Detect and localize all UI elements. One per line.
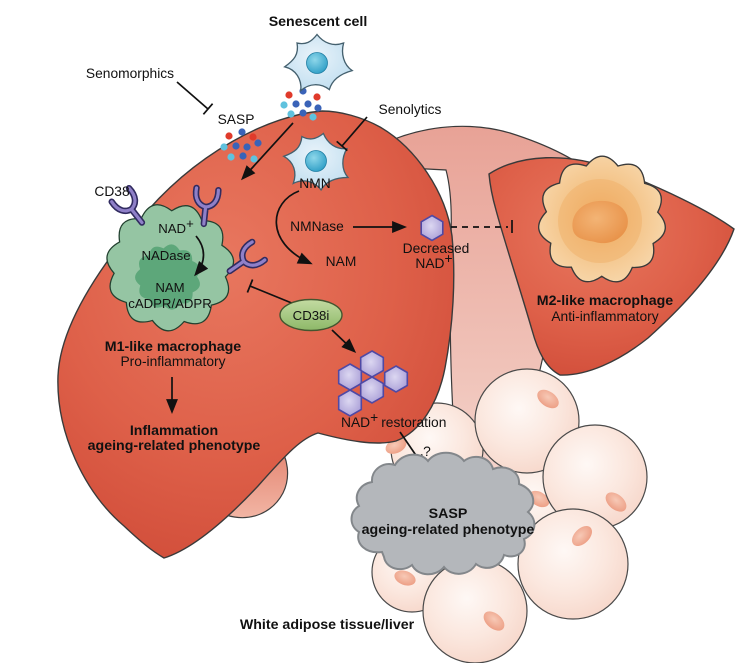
nad-hexagon-icon xyxy=(420,214,444,242)
label-cloud-line2: ageing-related phenotype xyxy=(362,522,535,538)
label-decreased-nad: NAD+ xyxy=(415,251,452,271)
label-m1-nadase: NADase xyxy=(141,248,190,263)
sasp-dots-inside-liver xyxy=(220,128,262,163)
senescent-cell-icon xyxy=(284,33,353,92)
adipocyte-nucleus xyxy=(605,492,627,512)
label-decreased: Decreased xyxy=(403,241,470,256)
senomorphics-inhibit-tbar xyxy=(202,103,214,115)
senolytics-inhibit-line xyxy=(341,116,368,147)
label-nmnase: NMNase xyxy=(290,219,344,234)
senomorphics-inhibit-line xyxy=(176,81,209,110)
adipocyte-nucleus xyxy=(571,525,593,547)
senescent-cell-icon xyxy=(277,124,358,198)
cd38i-inhibit-tbar xyxy=(246,279,254,293)
m2-nucleus xyxy=(572,200,628,244)
label-m2-name: M2-like macrophage xyxy=(537,293,674,309)
label-cd38i: CD38i xyxy=(293,308,330,323)
label-caption: White adipose tissue/liver xyxy=(240,617,415,633)
adipocyte-nucleus xyxy=(394,570,416,586)
label-nam-product: NAM xyxy=(326,254,357,269)
adipocyte-cell xyxy=(517,508,629,620)
sasp-cloud xyxy=(350,451,536,576)
label-m1-subtitle: Pro-inflammatory xyxy=(120,354,225,369)
cd38i-pill xyxy=(279,298,343,332)
label-senescent-cell: Senescent cell xyxy=(269,14,368,30)
label-question-mark: ? xyxy=(423,444,431,459)
sasp-dots-outside xyxy=(280,87,322,121)
nadase-curve-arrow xyxy=(194,235,209,277)
label-sasp-top: SASP xyxy=(218,112,255,127)
label-inflammation-line2: ageing-related phenotype xyxy=(88,438,261,454)
label-senomorphics: Senomorphics xyxy=(86,66,174,81)
label-inflammation-line1: Inflammation xyxy=(130,423,218,439)
label-cloud-line1: SASP xyxy=(429,506,468,522)
label-nmn: NMN xyxy=(299,176,330,191)
nmn-to-nam-arc xyxy=(275,190,313,265)
adipocyte-nucleus xyxy=(537,389,559,409)
label-m1-nad: NAD+ xyxy=(158,216,194,236)
label-senolytics: Senolytics xyxy=(379,102,442,117)
m2-macrophage-cell xyxy=(529,148,673,293)
label-m2-subtitle: Anti-inflammatory xyxy=(551,309,658,324)
connectors xyxy=(166,81,513,470)
adipocyte-cell xyxy=(422,558,528,663)
label-nad-restoration: NAD+restoration xyxy=(341,410,446,430)
senolytics-inhibit-tbar xyxy=(336,140,348,152)
cd38i-restoration-arrow xyxy=(331,329,357,354)
label-m1-nam: NAM xyxy=(155,280,184,295)
adipocyte-nucleus xyxy=(483,611,505,631)
label-m1-name: M1-like macrophage xyxy=(105,339,242,355)
sasp-into-liver-arrow xyxy=(240,122,294,181)
label-cd38: CD38 xyxy=(94,184,130,199)
label-m1-cadpr: cADPR/ADPR xyxy=(128,296,212,311)
